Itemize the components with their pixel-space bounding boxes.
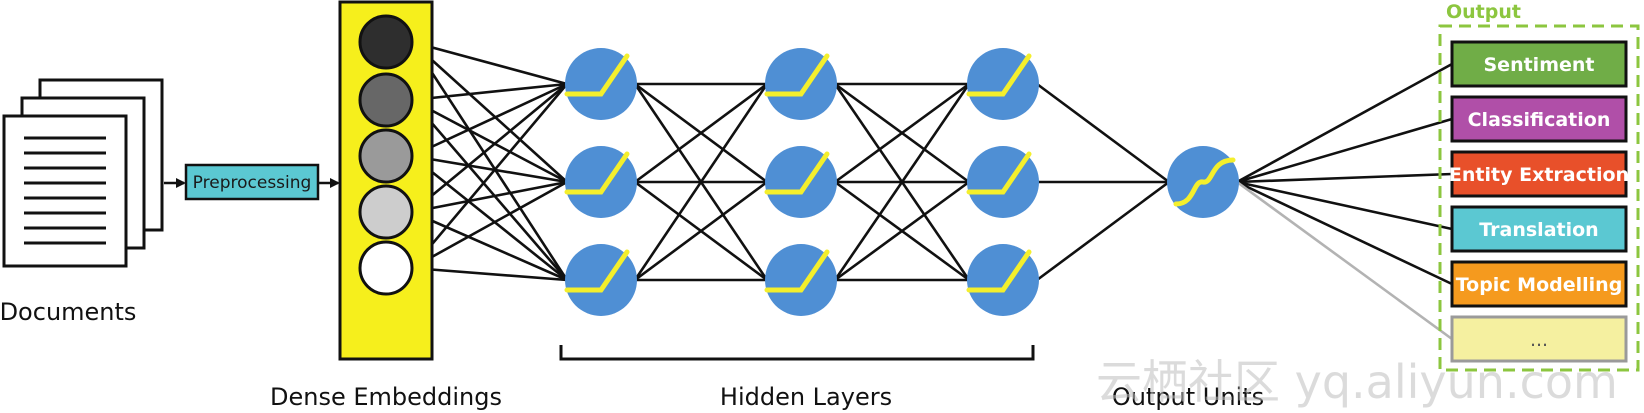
output-task-rect (1450, 260, 1628, 308)
relu-neuron (966, 48, 1039, 120)
relu-neuron (966, 146, 1039, 218)
embedding-nodes (358, 14, 414, 296)
edge-output-to-task (1236, 180, 1453, 341)
output-task-label: Topic Modelling (1456, 274, 1623, 296)
edge-hidden-to-output (1036, 82, 1170, 184)
output-unit-neuron (1167, 146, 1239, 218)
relu-activation-icon (564, 151, 630, 195)
relu-neuron (764, 244, 837, 316)
relu-neuron (764, 146, 837, 218)
relu-activation-icon (564, 53, 630, 97)
edge-embedding-to-hidden (411, 82, 568, 158)
edge-embedding-to-hidden (411, 98, 568, 184)
relu-neuron (564, 48, 637, 120)
relu-activation-icon (764, 53, 830, 97)
output-task-rect (1450, 40, 1628, 88)
relu-neuron (764, 48, 837, 120)
edge-hidden-to-hidden (834, 82, 970, 184)
output-task-label: Classification (1468, 109, 1611, 131)
output-task-label: Entity Extraction (1449, 164, 1629, 186)
edge-embedding-to-hidden (411, 266, 568, 282)
output-task-label: ... (1530, 329, 1548, 351)
edge-embedding-to-hidden (411, 82, 568, 214)
output-task-label: Sentiment (1484, 54, 1595, 76)
output-task-box: Sentiment (1450, 40, 1628, 88)
output-units-label: Output Units (1112, 383, 1264, 411)
edge-hidden-to-hidden (634, 82, 768, 184)
relu-activation-icon (564, 249, 630, 293)
relu-neuron (966, 244, 1039, 316)
edge-output-to-task (1236, 172, 1453, 184)
edge-embedding-to-hidden (411, 180, 568, 214)
edge-embedding-to-hidden (410, 41, 569, 281)
relu-activation-icon (764, 151, 830, 195)
relu-neuron (564, 146, 637, 218)
edge-hidden-to-hidden (833, 83, 971, 281)
edge-embedding-to-hidden (411, 210, 568, 282)
embedding-node (358, 240, 414, 296)
output-task-box: ... (1450, 315, 1628, 363)
edge-output-to-task (1236, 117, 1453, 184)
edge-embedding-to-hidden (411, 82, 568, 102)
output-group-border (1438, 24, 1640, 372)
edge-embedding-to-hidden (411, 154, 568, 282)
output-task-label: Translation (1479, 219, 1598, 241)
edge-embedding-to-hidden (411, 154, 568, 184)
output-task-rect (1450, 315, 1628, 363)
output-task-box: Topic Modelling (1450, 260, 1628, 308)
relu-neuron (564, 244, 637, 316)
relu-activation-icon (966, 53, 1032, 97)
hidden-layer-neurons (564, 48, 1039, 316)
dense-embeddings-label: Dense Embeddings (270, 383, 502, 411)
documents-icon (2, 78, 164, 268)
sigmoid-neuron (1167, 146, 1239, 218)
hidden-layers-bracket (559, 345, 1035, 361)
relu-activation-icon (966, 249, 1032, 293)
output-task-rect (1450, 205, 1628, 253)
edge-embedding-to-hidden (411, 40, 568, 86)
embedding-node (358, 14, 414, 70)
relu-activation-icon (764, 249, 830, 293)
watermark-text: 云栖社区 yq.aliyun.com (1096, 355, 1618, 409)
embedding-node (358, 128, 414, 184)
documents-label: Documents (0, 298, 136, 326)
preprocessing-box: Preprocessing (184, 163, 320, 201)
output-task-box: Classification (1450, 95, 1628, 143)
output-task-rect (1450, 150, 1628, 198)
sigmoid-activation-icon (1173, 157, 1236, 207)
output-task-box: Entity Extraction (1449, 150, 1629, 198)
output-task-rect (1450, 95, 1628, 143)
output-group-label: Output (1446, 1, 1521, 23)
edge-embedding-to-hidden (411, 41, 568, 183)
edge-hidden-to-hidden (633, 83, 769, 281)
edge-embedding-to-hidden (411, 83, 568, 269)
hidden-layers-label: Hidden Layers (720, 383, 892, 411)
output-task-box: Translation (1450, 205, 1628, 253)
relu-activation-icon (966, 151, 1032, 195)
embedding-node (358, 72, 414, 128)
embedding-node (358, 184, 414, 240)
edge-hidden-to-output (1036, 180, 1170, 282)
preprocessing-label: Preprocessing (193, 173, 312, 193)
edge-output-to-task (1236, 180, 1453, 286)
edge-hidden-to-hidden (834, 180, 970, 282)
edge-output-to-task (1236, 62, 1453, 184)
edge-output-to-task (1236, 180, 1453, 231)
edge-hidden-to-hidden (634, 180, 768, 282)
edge-embedding-to-hidden (411, 180, 568, 270)
connection-edges (410, 40, 1453, 341)
edge-embedding-to-hidden (411, 99, 568, 281)
